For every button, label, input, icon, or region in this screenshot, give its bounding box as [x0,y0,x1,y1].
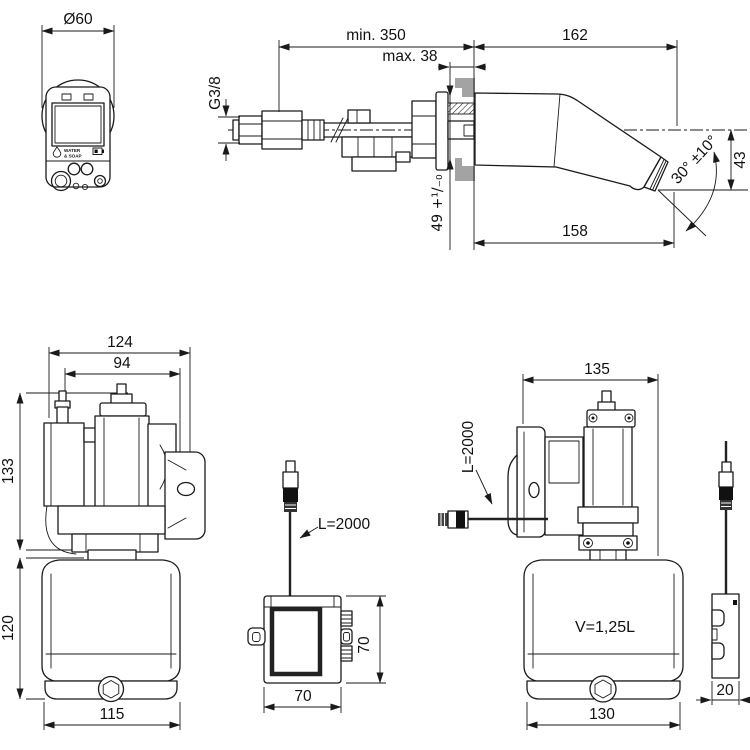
dim-label-spout-total: 162 [562,27,588,44]
remote-led-1 [72,182,80,190]
dim-label-box-height: 70 [356,636,373,654]
dim-bottle-width-side: 130 [526,702,681,730]
remote-led-2 [81,183,89,191]
dim-label-box-width: 70 [294,688,312,705]
control-box-view: L=2000 [247,460,386,713]
dim-bottle-width-front: 115 [43,702,181,730]
dim-min-depth: min. 350 [278,27,475,112]
remote-display [51,102,105,147]
pump-wall-bracket [164,451,206,540]
pump-cable-connector [438,510,469,529]
side-connector-lower [340,645,353,662]
wall-flange-plate [435,91,449,171]
dim-box-height: 70 [346,595,386,684]
cable-length-label-side: L=2000 [460,421,477,474]
dim-box-depth: 20 [696,681,750,705]
dim-thread: G3/8 [207,76,240,161]
supply-hose-fittings [232,110,437,150]
dim-pump-side-width: 135 [522,361,659,556]
pump-front-view: 124 94 133 120 [0,334,206,730]
dim-label-thread: G3/8 [207,76,224,110]
dim-bottle-height: 120 [0,557,84,700]
remote-front-panel [45,86,111,188]
remote-control-view: Ø60 WATER & SOAP [41,11,115,192]
dim-spout-total: 162 [473,27,678,126]
bottle-base-cap [97,675,125,703]
cable-length-callout: L=2000 [299,516,371,539]
soap-bottle-front [41,559,181,703]
dim-label-spout-reach: 158 [562,223,588,240]
dim-label-max-wall: max. 38 [382,48,437,65]
dim-label-115: 115 [100,706,125,723]
mount-tab-right [340,628,353,645]
dim-label-94: 94 [113,355,131,372]
dim-label-130: 130 [589,706,615,723]
control-box-side-view: 20 [696,441,750,705]
dim-label-20: 20 [716,682,734,699]
wall-section-lower [455,158,475,181]
cable-length-label: L=2000 [318,516,371,533]
control-box-body [247,595,353,684]
faucet-side-view: min. 350 162 max. 38 G3/8 49 +¹/ [207,27,749,250]
remote-button-3 [93,174,107,188]
dim-label-135: 135 [584,361,610,378]
power-connector-top [282,460,299,512]
mount-tab-left [247,627,266,646]
remote-water-label: WATER [64,148,81,153]
remote-button-1 [67,162,81,176]
water-drop-icon [52,146,62,158]
control-box-inner-panel [269,606,323,677]
dim-outlet-angle: 30° ±10° [657,132,721,237]
side-connector-upper [340,610,353,627]
pump-assembly-side [507,390,639,562]
side-box-body [711,593,740,679]
wall-bracket-side [507,426,546,538]
remote-sensor-window-left [61,93,72,101]
pump-hose-curve [45,505,77,555]
cable-length-callout-side: L=2000 [460,421,493,505]
dim-spout-reach: 158 [473,192,675,248]
dim-box-width: 70 [263,687,342,713]
spout-body [474,92,669,192]
dim-label-outlet-drop: 43 [732,151,749,168]
remote-rotary-knob [50,170,72,192]
dim-label-angle: 30° ±10° [668,132,721,187]
remote-soap-label: & SOAP [64,154,82,159]
dim-remote-diameter: Ø60 [41,11,115,108]
remote-sensor-window-right [83,93,94,101]
dim-label-min-depth: min. 350 [346,27,406,44]
spout-aerator [643,156,669,192]
pump-side-view: 135 [438,361,684,730]
threaded-wall-passage [447,102,475,140]
remote-button-2 [80,162,94,176]
dim-label-diameter: Ø60 [63,11,93,28]
bottle-base-cap-side [589,675,617,703]
concealed-valve-body [341,100,437,172]
dim-pump-height: 133 [0,392,128,551]
soap-bottle-side: V=1,25L [523,559,684,703]
dim-label-133: 133 [0,458,17,484]
dim-label-rough-in: 49 +¹/₋₀ [430,174,446,232]
bottle-volume-label: V=1,25L [575,619,635,636]
pump-assembly-front [43,383,206,563]
wall-section-upper [455,78,475,97]
dim-label-120: 120 [0,615,17,641]
spout-crease [553,93,561,168]
dim-label-124: 124 [107,334,133,351]
dim-pump-width-total: 124 [48,334,191,455]
break-mark [330,117,344,143]
side-box-connector [718,461,734,510]
dim-rough-in: 49 +¹/₋₀ [430,83,454,232]
battery-icon [92,147,104,155]
